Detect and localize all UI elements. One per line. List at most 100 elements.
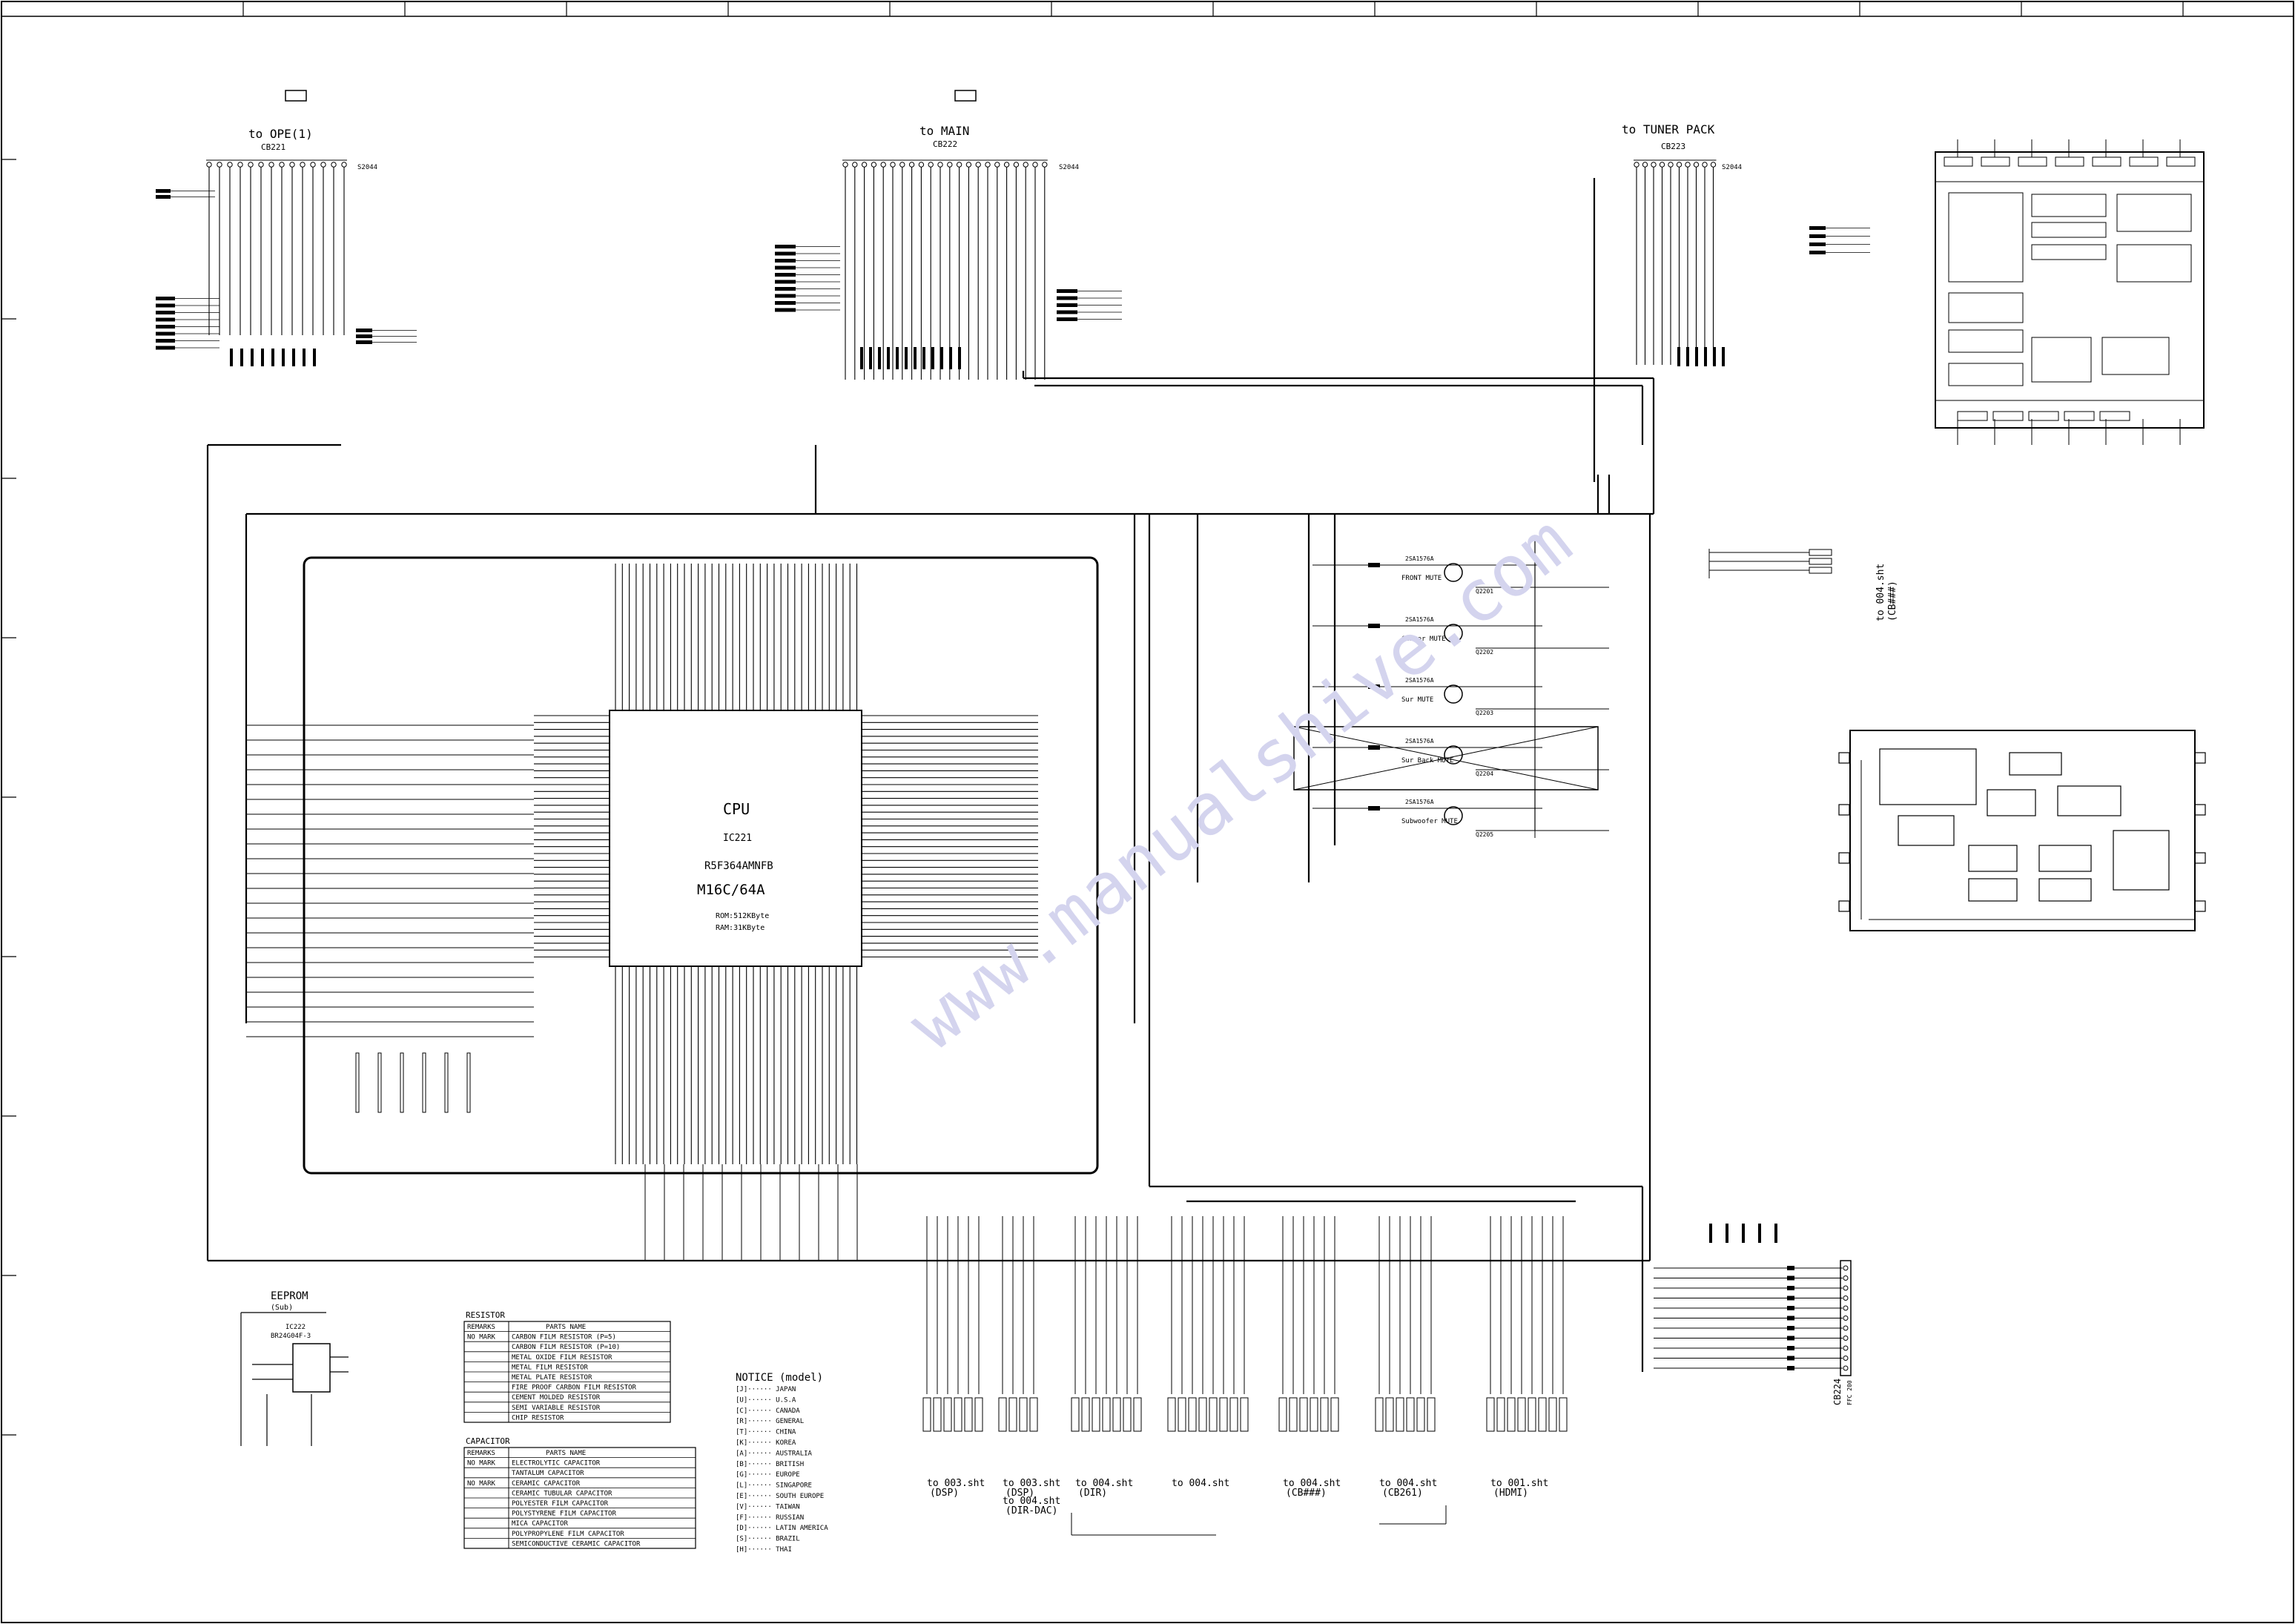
pin [279,162,285,168]
pin [880,162,886,168]
connector-terminal [998,1397,1007,1432]
connector-terminal [1396,1397,1404,1432]
eeprom-part: BR24G04F-3 [271,1333,311,1340]
pin [956,162,962,168]
connector-terminal [922,1397,931,1432]
connector-terminal [1538,1397,1547,1432]
transistor-icon [1444,563,1463,582]
resistor [1677,347,1680,366]
ruler-ticks [1,1,2184,1436]
notice-item: [L]······ SINGAPORE [736,1482,812,1490]
notice-item: [B]······ BRITISH [736,1461,804,1468]
pin [947,162,953,168]
resistor [1726,1224,1728,1243]
pin [1843,1295,1849,1301]
eeprom-title: EEPROM [271,1290,308,1302]
link-sub: (DSP) [1005,1488,1034,1499]
link-sub: (DIR-DAC) [1005,1505,1057,1516]
legend-name: POLYPROPYLENE FILM CAPACITOR [512,1531,624,1538]
link-target: to 004.sht [1379,1478,1437,1489]
channel-ref: Q2203 [1476,710,1493,716]
port [2194,852,2206,864]
legend-header: REMARKS [467,1450,495,1457]
chip-component [356,340,372,344]
channel-label: Sur MUTE [1401,696,1433,704]
chip-component [775,251,796,256]
notice-item: [H]······ THAI [736,1546,792,1554]
legend-name: MICA CAPACITOR [512,1520,568,1528]
transistor-part: 2SA1576A [1405,555,1434,562]
connector-terminal [1507,1397,1516,1432]
connector-main-code: S2044 [1059,164,1079,171]
block [1948,329,2024,353]
legend-header: PARTS NAME [546,1324,586,1331]
block [2038,878,2092,902]
watermark: www.manualshive.com [894,500,1586,1066]
connector-terminal [1219,1397,1228,1432]
notice-item: [G]······ EUROPE [736,1471,800,1479]
capacitor [422,1052,426,1113]
connector-ope: to OPE(1) CB221 S2044 [206,127,377,335]
section-marker [285,90,307,102]
notice-item: [E]······ SOUTH EUROPE [736,1493,824,1500]
notice-item: [D]······ LATIN AMERICA [736,1525,828,1532]
connector-terminal [1427,1397,1436,1432]
legend-name: ELECTROLYTIC CAPACITOR [512,1460,601,1468]
legend-header: REMARKS [467,1324,495,1331]
resistor [922,347,925,369]
pin [206,162,212,168]
component-stacks [156,189,1870,369]
connector-terminal [1008,1397,1017,1432]
pin [1843,1325,1849,1331]
resistor [1787,1316,1794,1321]
block [2099,411,2130,421]
pin [1843,1345,1849,1351]
block [1944,156,1973,167]
channel-ref: Q2201 [1476,588,1493,595]
resistor [1709,1224,1712,1243]
notice-item: [J]······ JAPAN [736,1386,796,1393]
resistor [1713,347,1716,366]
sub-back-block [1293,726,1599,790]
pin [937,162,943,168]
resistor [887,347,890,369]
chip-component [1809,234,1826,238]
capacitor [444,1052,449,1113]
chip-component [775,265,796,270]
capacitor [377,1052,382,1113]
chip-component [775,287,796,291]
link-target: to 003.sht [927,1478,985,1489]
connector-ope-code: S2044 [357,164,377,171]
resistor [1758,1224,1761,1243]
resistor [949,347,952,369]
pin [289,162,295,168]
cpu-family: M16C/64A [697,882,765,898]
connector-cb224: CB224 FFC 200 [1654,1224,1853,1405]
chip-component [156,297,175,300]
channel-label: FRONT MUTE [1401,575,1442,582]
eeprom-note: (Sub) [271,1304,293,1312]
resistor [1368,563,1380,567]
resistor [292,349,295,366]
resistor [905,347,908,369]
pin [1685,162,1691,168]
connector-terminal [1375,1397,1384,1432]
connector-terminal [933,1397,942,1432]
resistor [303,349,306,366]
legend-name: POLYSTYRENE FILM CAPACITOR [512,1511,616,1518]
legend-name: CARBON FILM RESISTOR (P=10) [512,1344,620,1351]
pin [248,162,254,168]
transistor-part: 2SA1576A [1405,799,1434,805]
eeprom-ic222: EEPROM (Sub) IC222 BR24G04F-3 [240,1290,349,1446]
link-sub: (CB###) [1286,1488,1327,1499]
pin [341,162,347,168]
legend-name: METAL FILM RESISTOR [512,1364,589,1371]
connector-terminal [1102,1397,1111,1432]
chip-component [775,273,796,277]
legend-name: FIRE PROOF CARBON FILM RESISTOR [512,1384,637,1392]
connector-terminal [1240,1397,1249,1432]
side-note: to 004.sht (CB###) [1708,549,1898,621]
connector-main-title: to MAIN [919,124,969,138]
port [1838,900,1850,912]
